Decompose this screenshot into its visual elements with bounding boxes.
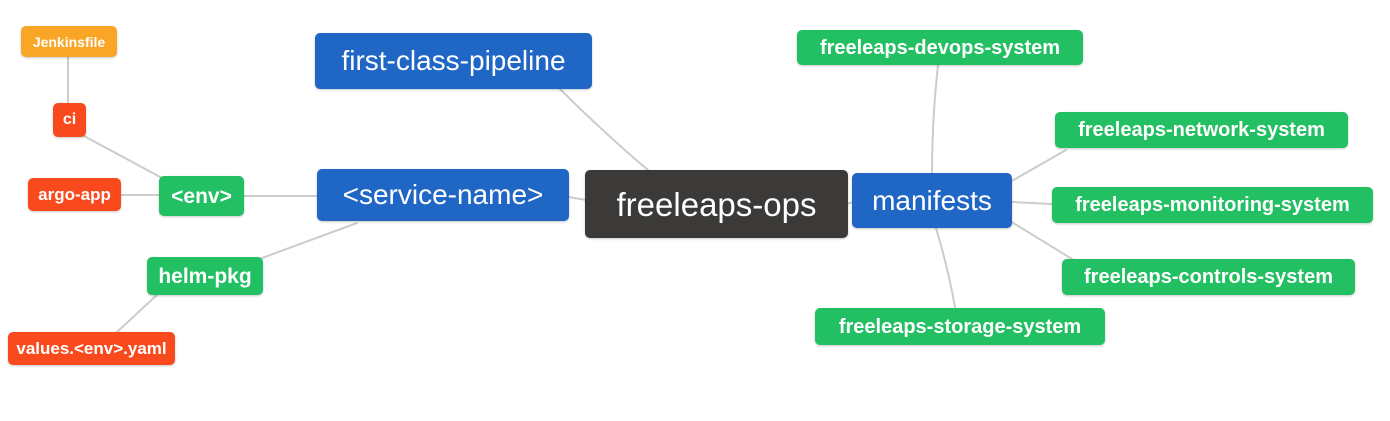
node-values-env-yaml[interactable]: values.<env>.yaml [8, 332, 175, 365]
node-argo-app[interactable]: argo-app [28, 178, 121, 211]
node-freeleaps-storage-system[interactable]: freeleaps-storage-system [815, 308, 1105, 345]
node-manifests[interactable]: manifests [852, 173, 1012, 228]
edge-manifests-network-system [1009, 149, 1067, 183]
node-freeleaps-devops-system[interactable]: freeleaps-devops-system [797, 30, 1083, 65]
edge-helm-pkg-values-env-yaml [116, 293, 159, 333]
edge-service-name-root [568, 196, 587, 201]
edge-helm-pkg-service-name [261, 222, 358, 259]
node-jenkinsfile[interactable]: Jenkinsfile [21, 26, 117, 57]
node-service-name[interactable]: <service-name> [317, 169, 569, 221]
edge-manifests-devops-system [931, 64, 939, 174]
node-helm-pkg[interactable]: helm-pkg [147, 257, 263, 295]
edge-ci-env [83, 135, 163, 179]
edge-first-class-pipeline-root [559, 88, 649, 171]
node-freeleaps-controls-system[interactable]: freeleaps-controls-system [1062, 259, 1355, 295]
edge-manifests-controls-system [1009, 220, 1073, 260]
node-ci[interactable]: ci [53, 103, 86, 137]
node-first-class-pipeline[interactable]: first-class-pipeline [315, 33, 592, 89]
node-freeleaps-network-system[interactable]: freeleaps-network-system [1055, 112, 1348, 148]
edge-manifests-storage-system [935, 227, 956, 308]
edge-manifests-monitoring-system [1011, 201, 1053, 205]
node-env[interactable]: <env> [159, 176, 244, 216]
node-freeleaps-monitoring-system[interactable]: freeleaps-monitoring-system [1052, 187, 1373, 223]
node-freeleaps-ops[interactable]: freeleaps-ops [585, 170, 848, 238]
